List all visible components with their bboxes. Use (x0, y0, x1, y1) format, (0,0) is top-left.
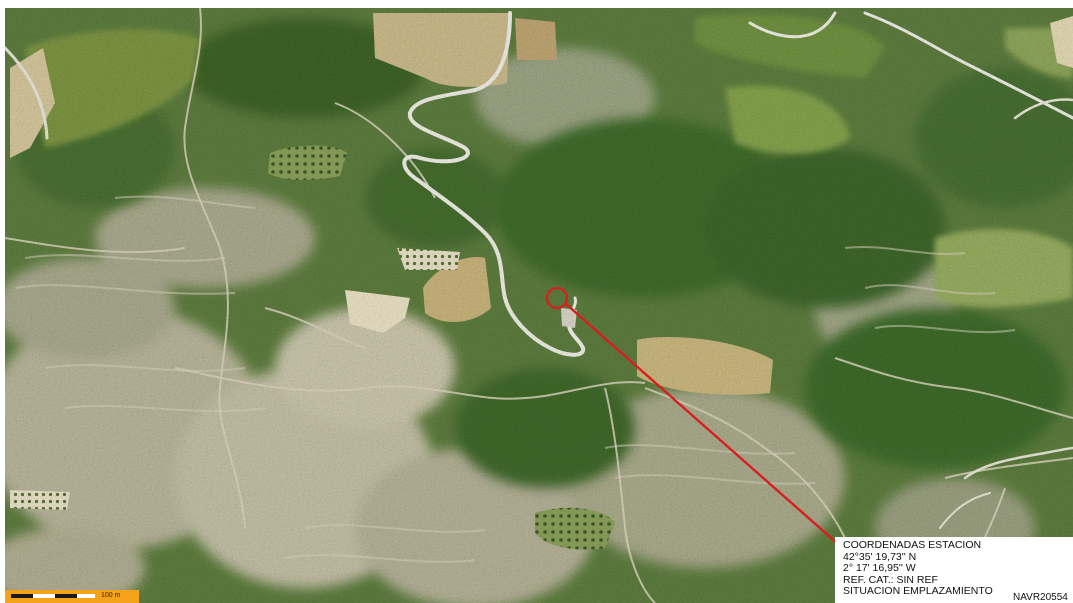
station-info-box: COORDENADAS ESTACION 42°35' 19,73'' N 2°… (835, 537, 1073, 603)
scale-label: 100 m (101, 592, 121, 599)
satellite-map[interactable] (5, 8, 1073, 603)
station-marker[interactable] (545, 286, 839, 545)
info-title: COORDENADAS ESTACION (843, 539, 982, 551)
scale-segment (55, 594, 77, 598)
satellite-map-image (5, 8, 1073, 603)
scale-segment (77, 594, 95, 598)
info-longitude: 2° 17' 16,95'' W (843, 562, 916, 575)
red-circle-target-icon (545, 286, 569, 310)
scale-segment (33, 594, 55, 598)
info-ref-cat: REF. CAT.: SIN REF (843, 573, 938, 586)
info-station-code: NAVR20554 (1013, 592, 1068, 603)
info-latitude: 42°35' 19,73'' N (843, 550, 917, 563)
scale-bar: 100 m (5, 590, 139, 603)
leader-line (565, 303, 839, 545)
info-situation: SITUACION EMPLAZAMIENTO (843, 585, 993, 598)
scale-segment (11, 594, 33, 598)
